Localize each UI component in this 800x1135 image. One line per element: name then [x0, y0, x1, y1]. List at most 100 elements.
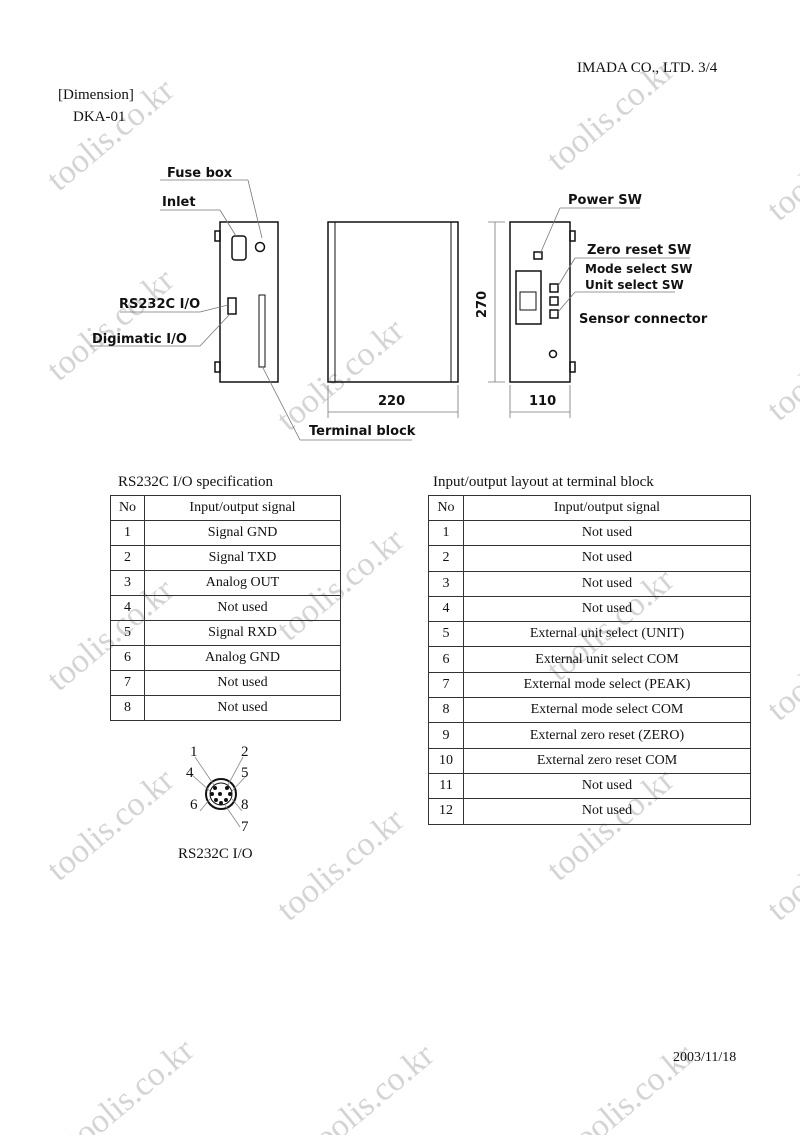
cell-no: 11 [428, 772, 464, 800]
inlet-label: Inlet [162, 195, 196, 210]
cell-no: 12 [428, 798, 464, 825]
pin-5-label: 5 [241, 765, 249, 781]
power-switch-icon [533, 251, 543, 260]
zero-button [549, 283, 559, 293]
cell-signal: Not used [463, 570, 751, 597]
digimatic-label: Digimatic I/O [92, 332, 187, 347]
cell-signal: Not used [463, 772, 751, 800]
sensor-connector-label: Sensor connector [579, 312, 708, 327]
fuse-icon [254, 241, 266, 253]
cell-no: 10 [428, 747, 464, 774]
cell-no: 4 [428, 595, 464, 623]
watermark: toolis.co.kr [760, 601, 800, 729]
watermark: toolis.co.kr [760, 801, 800, 929]
mode-button [549, 296, 559, 306]
cell-signal: Analog OUT [144, 570, 341, 596]
cell-no: 7 [428, 671, 464, 699]
cell-signal: Not used [463, 545, 751, 572]
watermark: toolis.co.kr [40, 761, 181, 889]
cell-signal: Analog GND [144, 645, 341, 671]
cell-no: 2 [110, 545, 145, 571]
power-sw-label: Power SW [568, 193, 642, 208]
pin-4-label: 4 [186, 765, 194, 781]
cell-no: 3 [110, 570, 145, 596]
cell-signal: Not used [463, 519, 751, 547]
rear-view-box [219, 221, 279, 383]
cell-signal: External zero reset (ZERO) [463, 722, 751, 749]
cell-signal: External unit select COM [463, 646, 751, 673]
cell-no: 6 [110, 645, 145, 671]
display-window [515, 270, 542, 325]
rs232-table-title: RS232C I/O specification [118, 474, 273, 490]
unit-select-label: Unit select SW [585, 278, 684, 292]
mode-select-label: Mode select SW [585, 262, 693, 276]
cell-signal: Not used [144, 695, 341, 721]
pin-7-label: 7 [241, 819, 249, 835]
col-header-signal: Input/output signal [463, 495, 751, 521]
terminal-table-title: Input/output layout at terminal block [433, 474, 654, 490]
cell-no: 3 [428, 570, 464, 597]
height-dimension: 270 [475, 291, 490, 318]
cell-no: 9 [428, 722, 464, 749]
cell-signal: External mode select COM [463, 697, 751, 724]
cell-signal: Signal TXD [144, 545, 341, 571]
col-header-no: No [428, 495, 464, 521]
depth-dimension: 110 [529, 394, 556, 409]
dimension-drawing: Fuse box Inlet RS232C I/O Digimatic I/O … [90, 166, 708, 441]
terminal-block-label: Terminal block [309, 424, 416, 439]
cell-no: 7 [110, 670, 145, 696]
cell-signal: Signal RXD [144, 620, 341, 646]
cell-no: 1 [428, 519, 464, 547]
document-date: 2003/11/18 [673, 1050, 737, 1065]
pin-6-label: 6 [190, 797, 198, 813]
fuse-box-label: Fuse box [167, 166, 233, 181]
terminal-block-icon [258, 294, 266, 368]
pin-8-label: 8 [241, 797, 249, 813]
rs232c-connector-diagram: 1 2 4 5 6 8 7 [186, 744, 249, 835]
cell-no: 4 [110, 595, 145, 621]
cell-no: 1 [110, 520, 145, 546]
watermark: toolis.co.kr [60, 1031, 201, 1135]
pin-1-label: 1 [190, 744, 198, 760]
zero-reset-label: Zero reset SW [587, 243, 691, 258]
cell-signal: Not used [144, 595, 341, 621]
company-header: IMADA CO., LTD. 3/4 [577, 60, 718, 76]
pin-2-label: 2 [241, 744, 249, 760]
rs232c-port-icon [227, 297, 237, 315]
cell-signal: Not used [463, 595, 751, 623]
cell-signal: Not used [463, 798, 751, 825]
cell-no: 6 [428, 646, 464, 673]
cell-no: 8 [110, 695, 145, 721]
section-title: [Dimension] [58, 87, 134, 103]
cell-no: 2 [428, 545, 464, 572]
inlet-icon [231, 235, 247, 261]
cell-signal: Not used [144, 670, 341, 696]
width-dimension: 220 [378, 394, 405, 409]
front-view-box [509, 221, 571, 383]
watermark: toolis.co.kr [270, 801, 411, 929]
connector-caption: RS232C I/O [178, 846, 253, 862]
side-view-box [327, 221, 459, 383]
col-header-signal: Input/output signal [144, 495, 341, 521]
